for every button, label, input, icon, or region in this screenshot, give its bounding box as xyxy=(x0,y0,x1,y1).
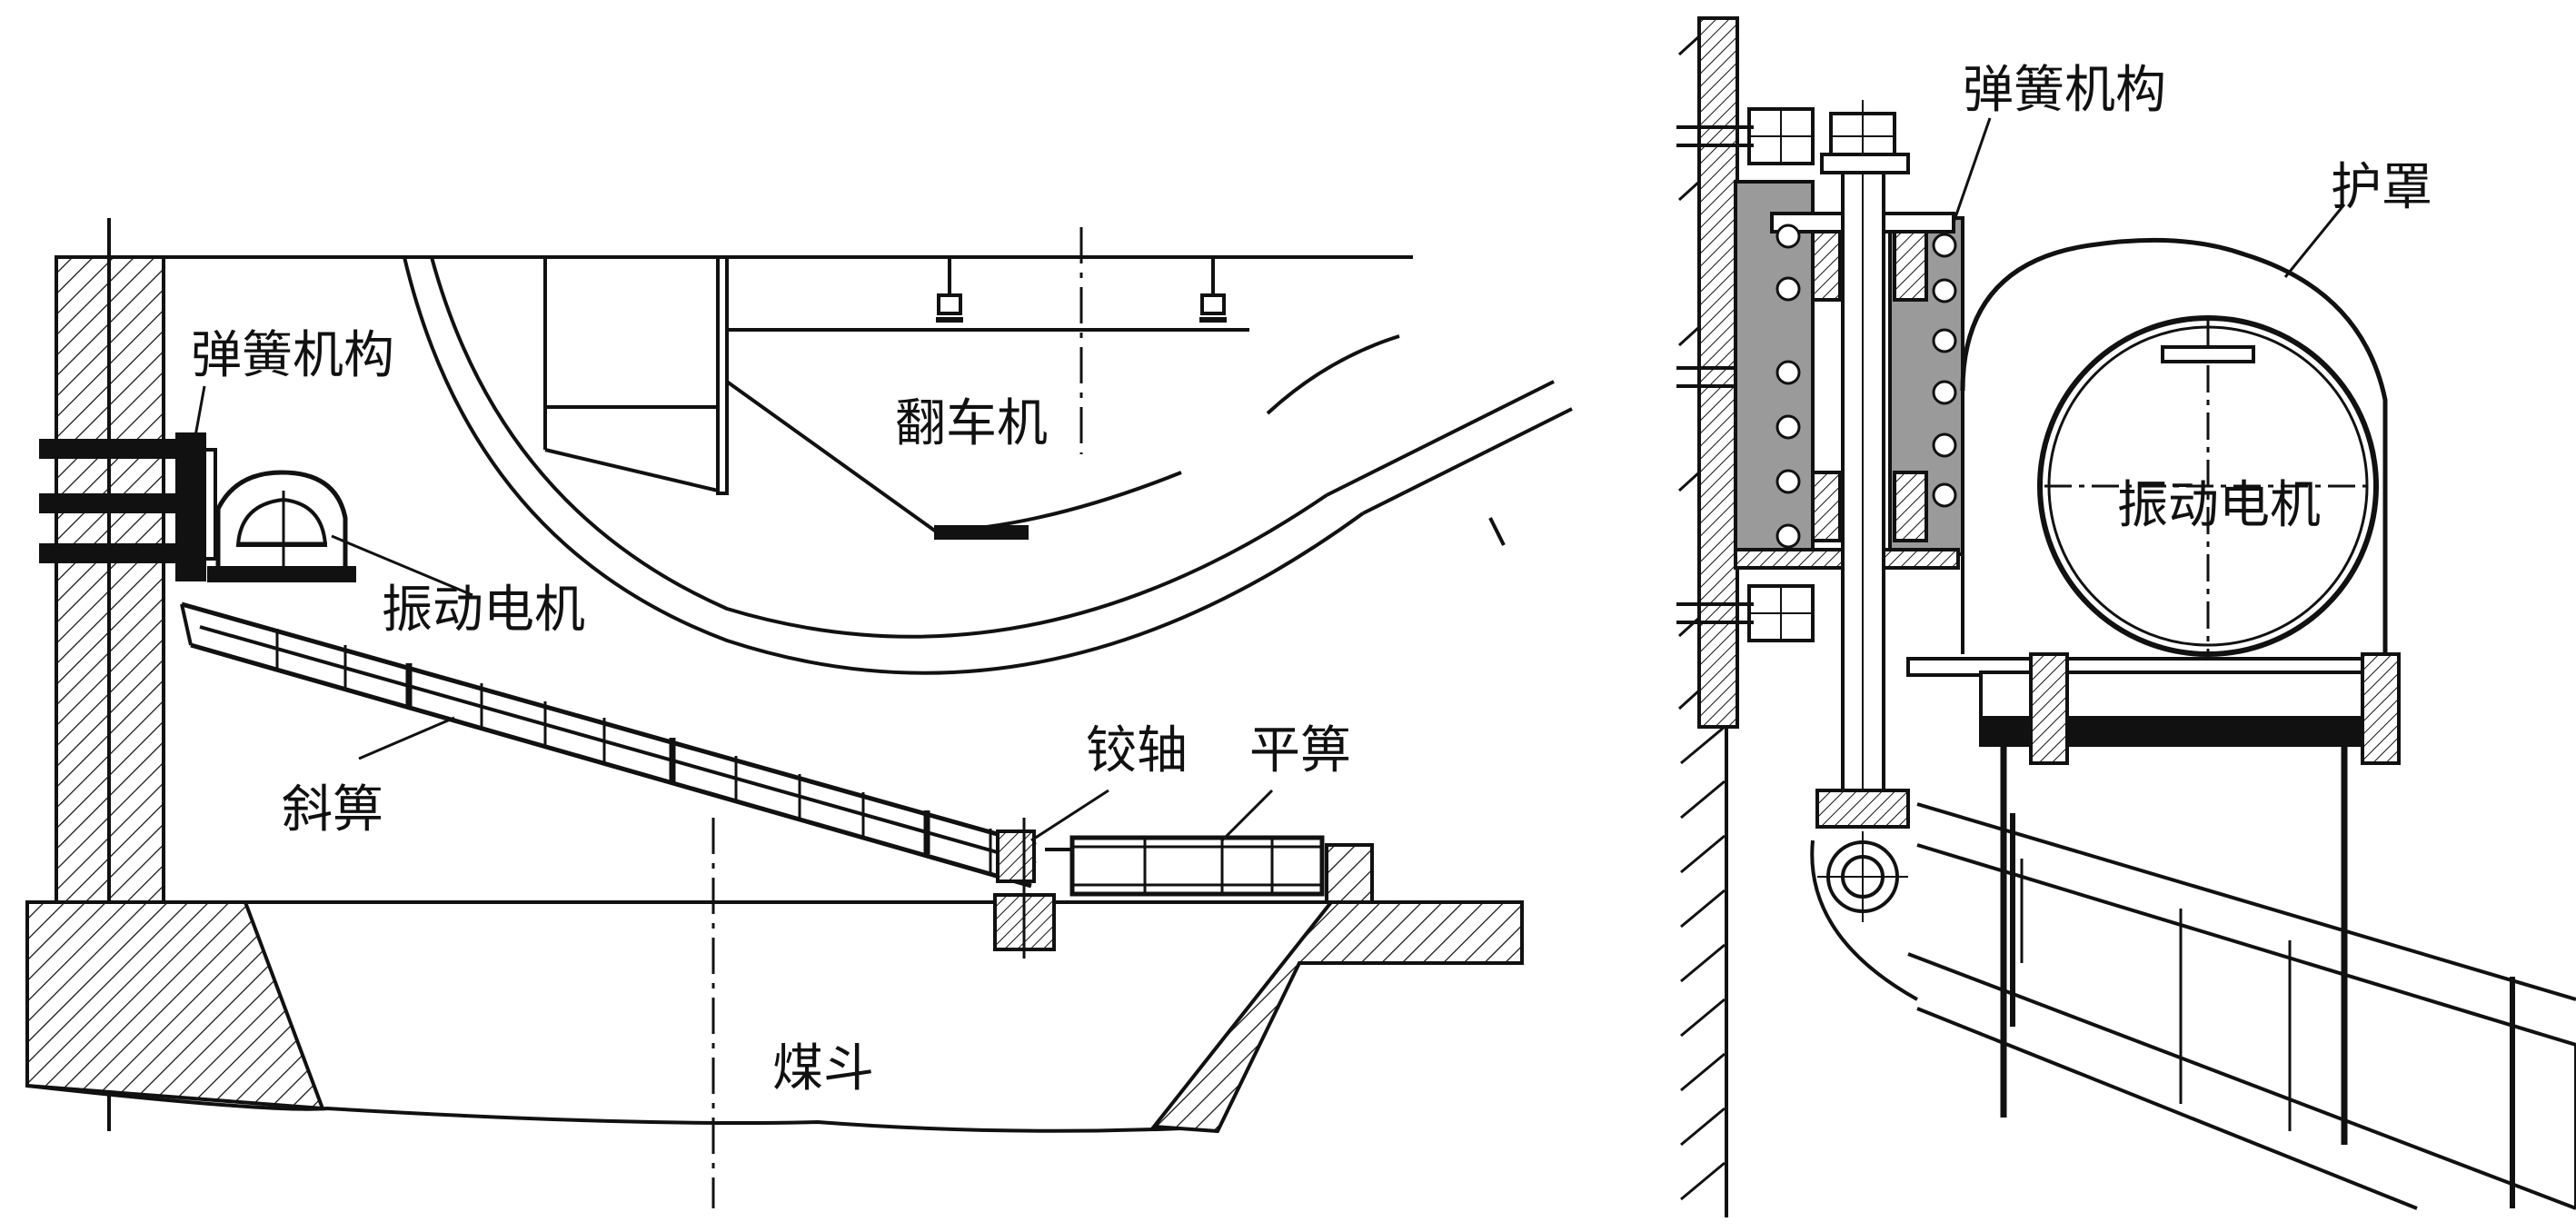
label-guard-cover: 护罩 xyxy=(2331,158,2432,217)
leader-spring-right xyxy=(1952,117,1992,224)
leader-flat-grate xyxy=(1220,789,1274,842)
right-inclined-grate xyxy=(1907,802,2576,1210)
label-spring-mechanism-left: 弹簧机构 xyxy=(191,326,394,385)
right-hinge xyxy=(1810,789,1918,1001)
right-wall xyxy=(1677,16,1739,1217)
left-vibration-motor xyxy=(207,470,356,582)
leader-spring-left xyxy=(194,385,206,437)
coal-hopper xyxy=(25,818,1524,1208)
label-car-dumper: 翻车机 xyxy=(895,394,1048,453)
label-hinge-shaft: 铰轴 xyxy=(1086,721,1188,780)
leader-inclined-grate xyxy=(358,716,455,760)
left-spring-mechanism xyxy=(39,432,217,581)
leader-hinge xyxy=(1030,789,1109,842)
hinge-shaft xyxy=(993,818,1056,959)
car-dumper xyxy=(403,227,1573,675)
label-flat-grate: 平箅 xyxy=(1249,721,1351,780)
right-motor-base xyxy=(1906,652,2401,1145)
leader-motor-left xyxy=(331,534,473,597)
label-spring-mechanism-right: 弹簧机构 xyxy=(1963,61,2166,120)
right-figure xyxy=(1676,16,2576,1217)
right-spring-box xyxy=(1734,100,1964,801)
wall-bolts xyxy=(1676,107,1815,642)
flat-grate xyxy=(1045,835,1325,897)
right-vibration-motor xyxy=(2037,315,2379,691)
right-guard-cover xyxy=(1960,237,2388,668)
hanger-right xyxy=(1199,257,1227,323)
leader-guard-cover xyxy=(2283,204,2346,278)
hanger-left xyxy=(936,257,963,323)
inclined-grate xyxy=(180,601,1037,889)
label-inclined-grate: 斜箅 xyxy=(282,780,383,840)
left-figure xyxy=(25,218,1573,1208)
label-coal-hopper: 煤斗 xyxy=(772,1039,874,1098)
label-vibration-motor-left: 振动电机 xyxy=(382,581,585,640)
label-vibration-motor-right: 振动电机 xyxy=(2117,476,2321,535)
